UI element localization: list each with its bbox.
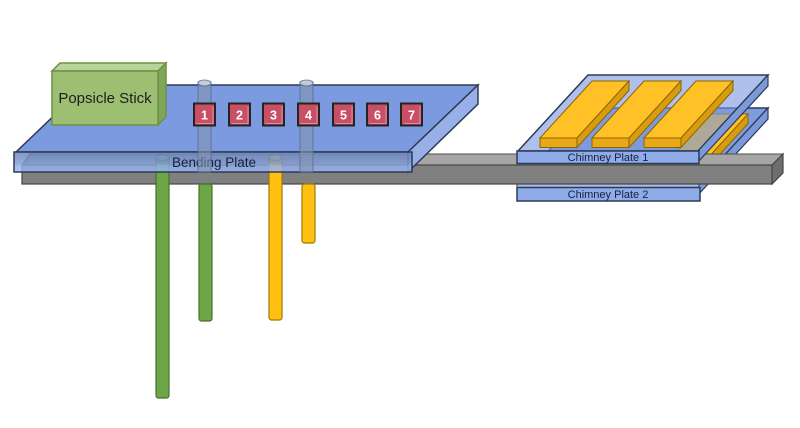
marker-4: 4 bbox=[297, 102, 320, 127]
marker-label-7: 7 bbox=[408, 109, 415, 123]
marker-2-highlight bbox=[231, 106, 249, 124]
marker-label-6: 6 bbox=[374, 109, 381, 123]
marker-square-6 bbox=[366, 102, 389, 127]
marker-2: 2 bbox=[228, 102, 251, 127]
marker-label-3: 3 bbox=[270, 109, 277, 123]
guide-tube-left-cap bbox=[197, 79, 212, 87]
rod-yellow-long bbox=[268, 154, 283, 321]
chimney-bar-3 bbox=[642, 79, 735, 149]
marker-square-1 bbox=[193, 102, 216, 127]
rod-green-short bbox=[198, 183, 213, 322]
marker-1: 1 bbox=[193, 102, 216, 127]
marker-square-2 bbox=[228, 102, 251, 127]
chimney-plate-2-label: Chimney Plate 2 bbox=[568, 189, 649, 201]
marker-square-3 bbox=[262, 102, 285, 127]
chimney-plate-2-front-face bbox=[516, 186, 701, 202]
marker-5-highlight bbox=[335, 106, 353, 124]
bending-plate-label: Bending Plate bbox=[172, 155, 256, 170]
position-markers: 1 2 3 4 5 6 7 bbox=[193, 102, 423, 127]
guide-tube-right-cap bbox=[299, 79, 314, 87]
guide-tube-left-shaft bbox=[197, 81, 212, 173]
marker-6-highlight bbox=[369, 106, 387, 124]
chimney-plate-1: Chimney Plate 1 bbox=[516, 73, 770, 165]
rod-green-long-shaft bbox=[155, 155, 170, 399]
rod-yellow-long-shaft bbox=[268, 155, 283, 321]
marker-7: 7 bbox=[400, 102, 423, 127]
marker-1-highlight bbox=[196, 106, 214, 124]
rod-green-long bbox=[155, 154, 170, 399]
marker-label-1: 1 bbox=[201, 109, 208, 123]
chimney-plate-1-label: Chimney Plate 1 bbox=[568, 152, 649, 164]
marker-square-5 bbox=[332, 102, 355, 127]
marker-7-highlight bbox=[403, 106, 421, 124]
support-bar-end-face bbox=[771, 152, 784, 186]
marker-3-highlight bbox=[265, 106, 283, 124]
rod-yellow-short bbox=[301, 183, 316, 244]
popsicle-stick-top-face bbox=[50, 62, 168, 72]
popsicle-stick-side-face bbox=[157, 61, 167, 127]
chimney-bar-2 bbox=[590, 79, 683, 149]
marker-square-7 bbox=[400, 102, 423, 127]
chimney-bar-3-end-face bbox=[643, 137, 682, 148]
popsicle-stick-box: Popsicle Stick bbox=[50, 61, 168, 127]
chimney-plate-1-front-face bbox=[516, 150, 700, 165]
marker-square-4 bbox=[297, 102, 320, 127]
marker-label-5: 5 bbox=[340, 109, 347, 123]
chimney-bar-2-end-face bbox=[591, 137, 630, 148]
marker-label-4: 4 bbox=[305, 109, 312, 123]
popsicle-stick-front-face bbox=[51, 70, 159, 126]
marker-4-highlight bbox=[300, 106, 318, 124]
chimney-bar-1-end-face bbox=[539, 137, 578, 148]
guide-tube-right-shaft bbox=[299, 81, 314, 173]
marker-3: 3 bbox=[262, 102, 285, 127]
marker-6: 6 bbox=[366, 102, 389, 127]
chimney-bar-1 bbox=[538, 79, 631, 149]
marker-label-2: 2 bbox=[236, 109, 243, 123]
marker-5: 5 bbox=[332, 102, 355, 127]
popsicle-stick-label: Popsicle Stick bbox=[58, 90, 152, 107]
